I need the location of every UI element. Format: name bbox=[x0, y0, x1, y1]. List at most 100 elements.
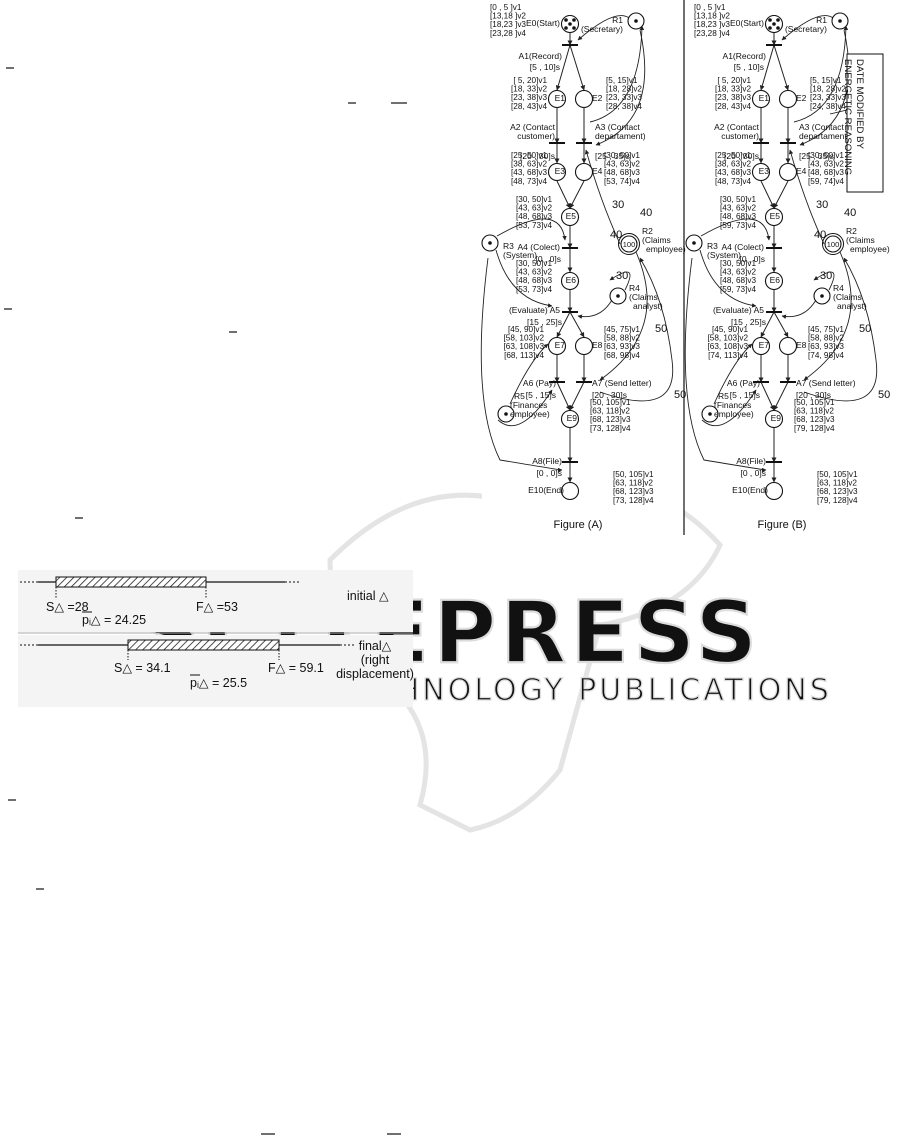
svg-text:(Finances: (Finances bbox=[714, 400, 751, 410]
svg-text:R1: R1 bbox=[816, 15, 827, 25]
activity-a7: A7 (Send letter)[20 , 30]s bbox=[796, 378, 856, 400]
svg-text:[5 , 10]s: [5 , 10]s bbox=[530, 62, 560, 72]
place-e6: E6[30, 50]v1[43, 63]v2[48, 68]v3[53, 73]… bbox=[516, 259, 580, 294]
svg-text:A2 (Contact: A2 (Contact bbox=[714, 122, 760, 132]
place-label: E2 bbox=[592, 93, 603, 103]
place-interval: [63, 93]v3 bbox=[808, 342, 844, 351]
svg-text:[0 , 0]s: [0 , 0]s bbox=[739, 254, 765, 264]
place-interval: [58, 103]v2 bbox=[707, 334, 748, 343]
arc-weight: 30 bbox=[816, 199, 828, 211]
place-interval: [63, 118]v2 bbox=[613, 479, 653, 488]
place-interval: [30, 50]v1 bbox=[516, 259, 552, 268]
place-interval: [58, 103]v2 bbox=[503, 334, 544, 343]
place-interval: [53, 74]v4 bbox=[604, 177, 640, 186]
place-interval: [48, 68]v3 bbox=[604, 168, 640, 177]
place-interval: [23, 38]v3 bbox=[715, 93, 751, 102]
place-interval: [53, 73]v4 bbox=[516, 285, 552, 294]
place-interval: [48, 68]v3 bbox=[516, 212, 552, 221]
place-e8: E8[45, 75]v1[58, 88]v2[63, 93]v3[74, 98]… bbox=[778, 325, 844, 360]
svg-text:analyst): analyst) bbox=[837, 301, 867, 311]
svg-text:[5 , 15]s: [5 , 15]s bbox=[730, 390, 760, 400]
svg-text:customer): customer) bbox=[517, 131, 555, 141]
place-label: E7 bbox=[555, 340, 566, 350]
activity-a5: (Evaluate) A5 [15 , 25]s bbox=[713, 305, 766, 327]
place-interval: [48, 68]v3 bbox=[808, 168, 844, 177]
place-interval: [79, 128]v4 bbox=[794, 424, 835, 433]
resource-arcs bbox=[684, 15, 878, 473]
place-interval: [5, 15]v1 bbox=[606, 76, 638, 85]
place-e10: E10(End)[50, 105]v1[63, 118]v2[68, 123]v… bbox=[732, 470, 858, 505]
annotation-text: DATE MODIFIED BYENERGETIC REASONING bbox=[842, 59, 865, 175]
place-label: E6 bbox=[770, 275, 781, 285]
place-interval: [45, 90]v1 bbox=[712, 325, 748, 334]
token bbox=[564, 18, 568, 22]
svg-text:employee): employee) bbox=[646, 244, 686, 254]
svg-text:A2 (Contact: A2 (Contact bbox=[510, 122, 556, 132]
place-label: E9 bbox=[771, 413, 782, 423]
svg-text:[5 , 15]s: [5 , 15]s bbox=[526, 390, 556, 400]
token bbox=[572, 18, 576, 22]
svg-text:[20 , 30]s: [20 , 30]s bbox=[796, 390, 831, 400]
svg-text:[0 , 0]s: [0 , 0]s bbox=[740, 468, 766, 478]
petri-net-b: E0(Start)[0 , 5 ]v1[13,18 ]v2[18,23 ]v3[… bbox=[684, 3, 890, 531]
svg-text:employee): employee) bbox=[510, 409, 550, 419]
place-interval: [23,28 ]v4 bbox=[490, 29, 526, 38]
svg-text:departament): departament) bbox=[799, 131, 850, 141]
place-interval: [48, 73]v4 bbox=[511, 177, 547, 186]
place-interval: [59, 73]v4 bbox=[720, 285, 756, 294]
place-interval: [18, 28]v2 bbox=[606, 85, 642, 94]
activity-a6: A6 (Pay)[5 , 15]s bbox=[727, 378, 760, 400]
place-interval: [28, 38]v4 bbox=[606, 102, 642, 111]
place-interval: [5, 15]v1 bbox=[810, 76, 842, 85]
svg-text:A8(File): A8(File) bbox=[532, 456, 562, 466]
resource-r1: R1(Secretary) bbox=[785, 12, 849, 34]
token bbox=[776, 18, 780, 22]
place-interval: [30, 50]v1 bbox=[604, 151, 640, 160]
place-interval: [48, 68]v3 bbox=[720, 212, 756, 221]
place-interval: [59, 73]v4 bbox=[720, 221, 756, 230]
place-label: E10(End) bbox=[528, 485, 564, 495]
token bbox=[768, 18, 772, 22]
place-e3: E3[25, 50]v1[38, 63]v2[43, 68]v3[48, 73]… bbox=[715, 151, 771, 186]
place-interval: [59, 74]v4 bbox=[808, 177, 844, 186]
place-interval: [43, 63]v2 bbox=[516, 268, 552, 277]
resource-r3: R3(System) bbox=[481, 234, 537, 260]
timeline-final-caption-1: final△ bbox=[359, 639, 392, 653]
figure-caption: Figure (A) bbox=[554, 519, 603, 531]
place-interval: [13,18 ]v2 bbox=[490, 12, 526, 21]
place-label: E7 bbox=[759, 340, 770, 350]
place-interval: [63, 93]v3 bbox=[604, 342, 640, 351]
place-e2: E2[5, 15]v1[18, 28]v2[23, 33]v3[24, 38]v… bbox=[778, 76, 846, 111]
place-interval: [ 5, 20]v1 bbox=[513, 76, 547, 85]
place-interval: [63, 108]v3 bbox=[503, 342, 544, 351]
timeline-initial-p: pᵢ△ = 24.25 bbox=[82, 613, 146, 627]
place-label: E2 bbox=[796, 93, 807, 103]
place-interval: [38, 63]v2 bbox=[511, 160, 547, 169]
place-label: E6 bbox=[566, 275, 577, 285]
figure-caption: Figure (B) bbox=[758, 519, 807, 531]
activity-a4: A4 (Colect) [0 , 0]s bbox=[721, 242, 765, 264]
svg-text:(Claims: (Claims bbox=[833, 292, 862, 302]
svg-text:[15 , 25]s: [15 , 25]s bbox=[527, 317, 562, 327]
svg-text:A7 (Send letter): A7 (Send letter) bbox=[592, 378, 652, 388]
place-interval: [18,23 ]v3 bbox=[694, 20, 730, 29]
svg-text:R2: R2 bbox=[642, 226, 653, 236]
arc-weight: 30 bbox=[616, 270, 628, 282]
place-e1: E1[ 5, 20]v1[18, 33]v2[23, 38]v3[28, 43]… bbox=[715, 76, 771, 111]
svg-text:[25 , 35]s: [25 , 35]s bbox=[595, 151, 630, 161]
place-interval: [45, 75]v1 bbox=[604, 325, 640, 334]
place-interval: [68, 123]v3 bbox=[817, 487, 858, 496]
annotation-box bbox=[846, 53, 884, 193]
svg-text:A4 (Colect): A4 (Colect) bbox=[721, 242, 764, 252]
place-label: E4 bbox=[796, 166, 807, 176]
svg-text:(Evaluate) A5: (Evaluate) A5 bbox=[713, 305, 764, 315]
place-interval: [79, 128]v4 bbox=[817, 496, 858, 505]
svg-text:[20 , 30]s: [20 , 30]s bbox=[592, 390, 627, 400]
svg-text:(System): (System) bbox=[707, 250, 741, 260]
svg-text:[15 , 25]s: [15 , 25]s bbox=[731, 317, 766, 327]
svg-text:(Claims: (Claims bbox=[629, 292, 658, 302]
place-label: E5 bbox=[770, 211, 781, 221]
